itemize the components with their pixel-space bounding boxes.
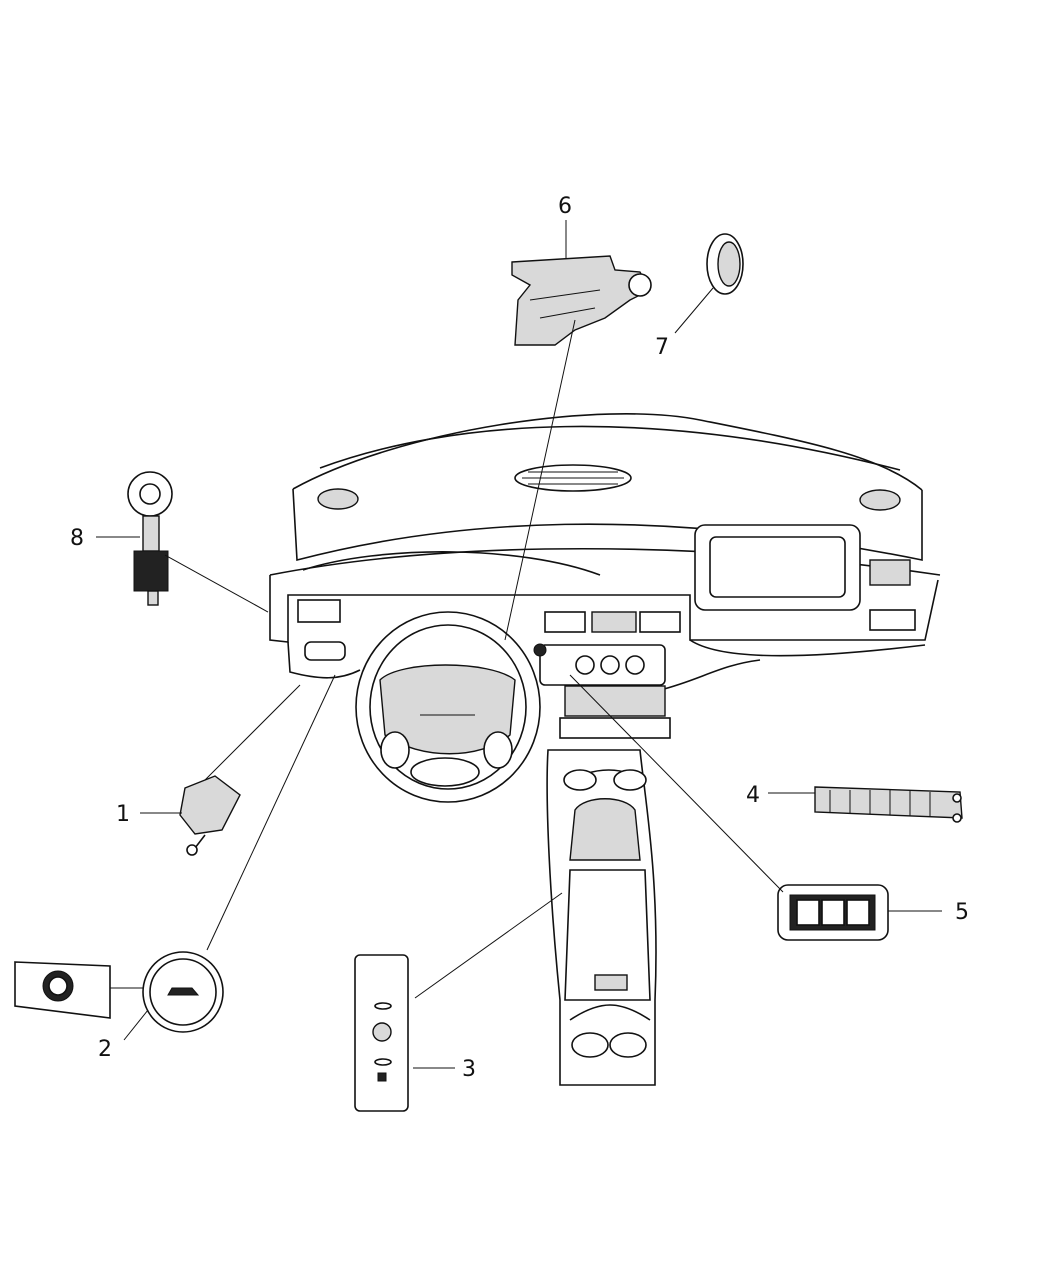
callout-8: 8 [70, 526, 84, 551]
callout-6: 6 [558, 194, 572, 219]
ring-bezel-icon [706, 233, 744, 295]
trunk-release-switch-icon [14, 951, 224, 1033]
leader-lines [96, 220, 942, 1069]
callout-3: 3 [462, 1057, 476, 1082]
switch-strip-icon [814, 786, 963, 823]
callout-7: 7 [655, 335, 669, 360]
instrument-panel-icon [269, 413, 941, 739]
center-console-icon [546, 749, 657, 1086]
window-switch-bezel-icon [777, 884, 889, 941]
ignition-lock-cylinder-icon [127, 471, 173, 606]
callout-5: 5 [955, 900, 969, 925]
callout-2: 2 [98, 1037, 112, 1062]
steering-wheel-icon [355, 611, 541, 803]
ignition-switch-icon [511, 255, 652, 346]
console-switch-bank-icon [354, 954, 409, 1112]
callout-1: 1 [116, 802, 130, 827]
callout-4: 4 [746, 783, 760, 808]
switch-1-icon [179, 775, 241, 856]
